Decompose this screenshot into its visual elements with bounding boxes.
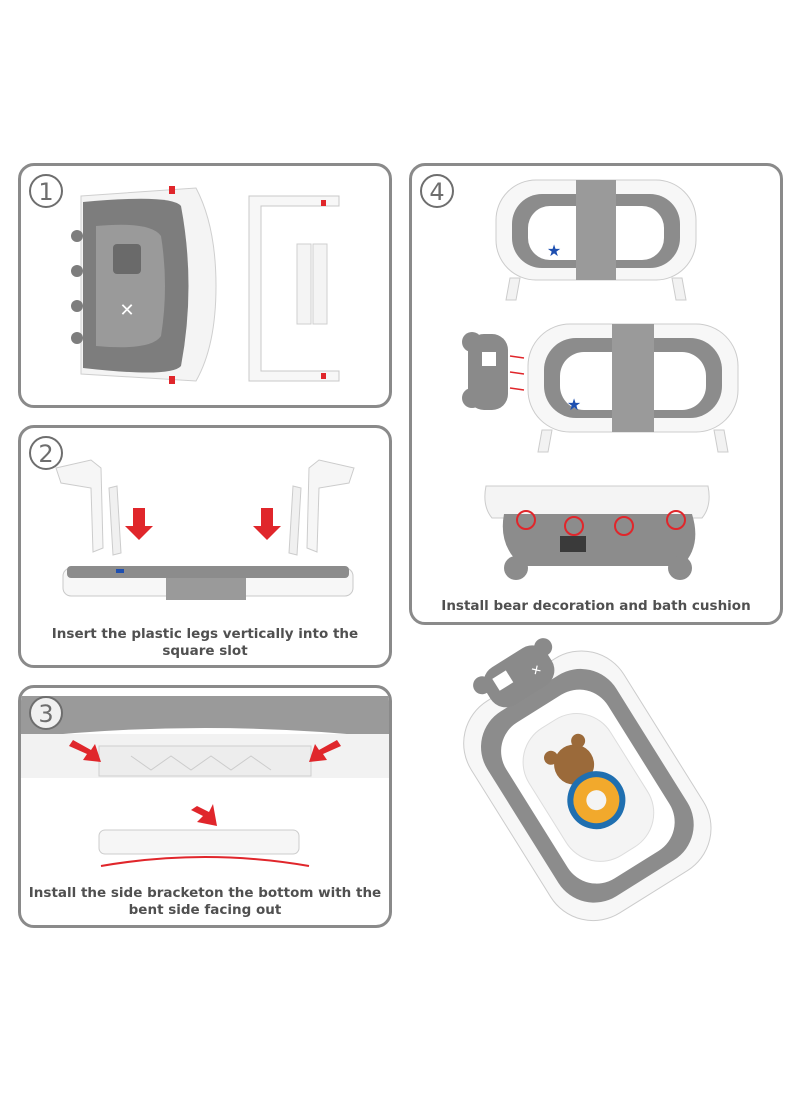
- svg-text:✕: ✕: [119, 300, 134, 321]
- down-arrow-icon: [253, 508, 281, 540]
- step-4-panel: 4 ★ ★ Install bear decoration and bath c…: [409, 163, 783, 625]
- arrow-icon: [309, 740, 341, 762]
- down-arrow-icon: [125, 508, 153, 540]
- step-3-panel: 3 Install the side bracketon the bottom …: [18, 685, 392, 928]
- svg-text:★: ★: [547, 241, 561, 260]
- step-4-illustration: ★ ★: [462, 179, 739, 580]
- step-4-caption: Install bear decoration and bath cushion: [441, 598, 751, 614]
- step-4-number: 4: [420, 174, 454, 208]
- step-2-caption-line1: Insert the plastic legs vertically into …: [51, 626, 359, 642]
- down-arrow-icon: [191, 804, 217, 826]
- step-1-number: 1: [29, 174, 63, 208]
- step-2-illustration: [55, 459, 355, 600]
- assembled-tub-illustration: ✕: [463, 638, 712, 922]
- arrow-icon: [69, 740, 101, 762]
- step-3-illustration: [21, 696, 389, 867]
- step-3-caption-line2: bent side facing out: [128, 902, 282, 918]
- step-2-number: 2: [29, 436, 63, 470]
- step-3-caption-line1: Install the side bracketon the bottom wi…: [28, 885, 382, 901]
- step-2-caption-line2: square slot: [162, 643, 248, 659]
- step-1-panel: 1 ✕: [18, 163, 392, 408]
- svg-text:★: ★: [567, 395, 581, 414]
- step-3-number: 3: [29, 696, 63, 730]
- step-2-panel: 2 Insert the plastic legs vertically int…: [18, 425, 392, 668]
- step-1-illustration: ✕: [71, 186, 340, 384]
